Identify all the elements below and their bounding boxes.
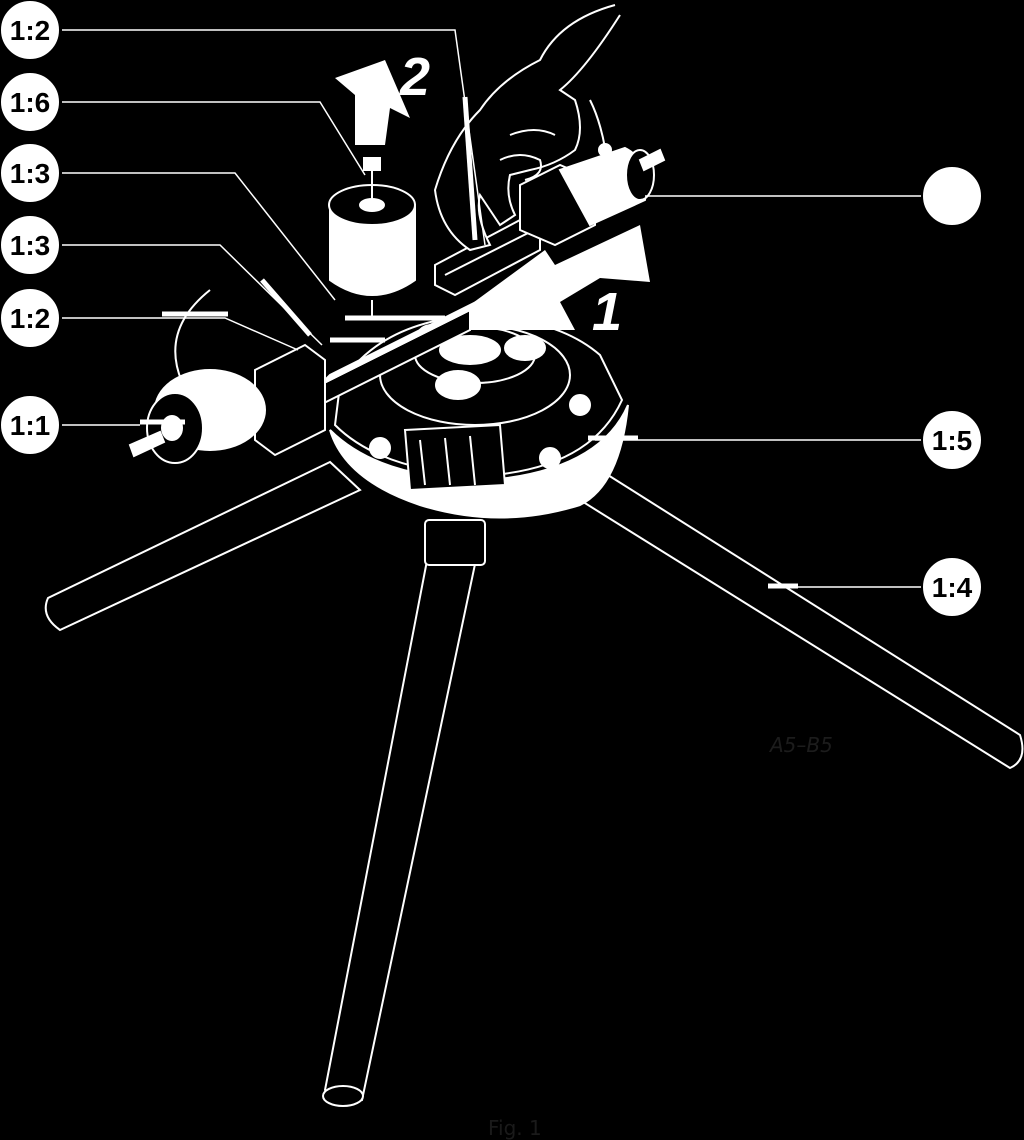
callout-label: 1:3 bbox=[10, 158, 50, 189]
sensor-left bbox=[128, 289, 326, 464]
callout-label: 1:5 bbox=[932, 425, 972, 456]
leader-pointers bbox=[140, 96, 798, 589]
arrow-1: 1 bbox=[470, 225, 650, 342]
bolts bbox=[369, 394, 591, 472]
hand bbox=[433, 4, 621, 252]
arrow-1-number: 1 bbox=[592, 282, 622, 342]
rail-line bbox=[444, 231, 531, 276]
sensor-left-bracket bbox=[254, 343, 326, 457]
callout-1-4: 1:4 bbox=[921, 556, 983, 618]
cylinder-top-center bbox=[359, 198, 385, 212]
tripod-leg-bottom-end bbox=[322, 1085, 364, 1107]
callout-1-2-top: 1:2 bbox=[0, 0, 61, 61]
bolt bbox=[539, 447, 561, 469]
base-head bbox=[329, 313, 629, 519]
cylinder-body bbox=[329, 204, 416, 296]
sensor-right-cable-end bbox=[598, 143, 612, 157]
callout-1-1: 1:1 bbox=[0, 394, 61, 456]
cylinder-stud-nut bbox=[363, 157, 381, 171]
callout-label: 1:2 bbox=[10, 303, 50, 334]
callout-circle bbox=[921, 409, 983, 471]
callout-circle bbox=[921, 165, 983, 227]
callout-circle bbox=[0, 0, 61, 61]
callout-circle bbox=[921, 556, 983, 618]
turret-hole bbox=[439, 335, 501, 365]
callout-label: 1:2 bbox=[10, 15, 50, 46]
tripod-legs bbox=[44, 460, 1024, 1107]
tripod-clamp bbox=[424, 519, 486, 566]
sensor-right-connector bbox=[638, 148, 666, 172]
callout-circle bbox=[0, 71, 61, 133]
arrow-2-number: 2 bbox=[399, 47, 430, 107]
sensor-left-cable-end bbox=[175, 377, 189, 391]
callout-blank bbox=[921, 165, 983, 227]
figure-caption: Fig. 1 bbox=[488, 1116, 542, 1140]
callout-label: 1:3 bbox=[10, 230, 50, 261]
arrow-2: 2 bbox=[335, 47, 430, 145]
bolt bbox=[369, 437, 391, 459]
underside-line bbox=[469, 435, 476, 486]
sensor-left-cable bbox=[174, 289, 211, 383]
knob-front bbox=[435, 370, 481, 400]
tripod-leg-left bbox=[44, 460, 362, 632]
tripod-leg-right bbox=[578, 468, 1024, 770]
hand-outline bbox=[433, 4, 621, 252]
pointer bbox=[462, 96, 478, 241]
callout-label: 1:4 bbox=[932, 572, 973, 603]
arrow-1-shape bbox=[470, 225, 650, 330]
callout-1-6: 1:6 bbox=[0, 71, 61, 133]
callout-circle bbox=[0, 394, 61, 456]
arrow-2-shape bbox=[335, 60, 410, 145]
callout-label: 1:6 bbox=[10, 87, 50, 118]
pointer bbox=[260, 278, 312, 337]
hand-finger bbox=[499, 154, 542, 181]
callout-circle bbox=[0, 142, 61, 204]
callout-1-3-b: 1:3 bbox=[0, 214, 61, 276]
sensor-right bbox=[519, 99, 666, 247]
underside-line bbox=[444, 437, 451, 486]
callout-1-5: 1:5 bbox=[921, 409, 983, 471]
underside-block bbox=[403, 423, 507, 492]
leader-1-2-top bbox=[62, 29, 486, 246]
tripod-leg-bottom bbox=[323, 543, 480, 1104]
leader-1-3-b bbox=[62, 244, 323, 346]
callout-label: 1:1 bbox=[10, 410, 50, 441]
leader-1-3-a bbox=[62, 172, 336, 301]
bolt bbox=[569, 394, 591, 416]
leader-1-6 bbox=[62, 101, 366, 176]
sensor-left-connector bbox=[128, 430, 166, 458]
callout-1-2-mid: 1:2 bbox=[0, 287, 61, 349]
hand-finger bbox=[509, 129, 556, 136]
sensor-right-cable bbox=[589, 99, 606, 149]
cylinder-sensor bbox=[328, 157, 416, 320]
underside-line bbox=[419, 439, 426, 486]
knob-right bbox=[504, 335, 546, 361]
callout-circle bbox=[0, 214, 61, 276]
callout-1-3-a: 1:3 bbox=[0, 142, 61, 204]
callout-circle bbox=[0, 287, 61, 349]
leader-lines bbox=[62, 29, 922, 588]
reference-code: A5–B5 bbox=[768, 733, 833, 757]
leader-1-2-mid bbox=[62, 317, 299, 351]
